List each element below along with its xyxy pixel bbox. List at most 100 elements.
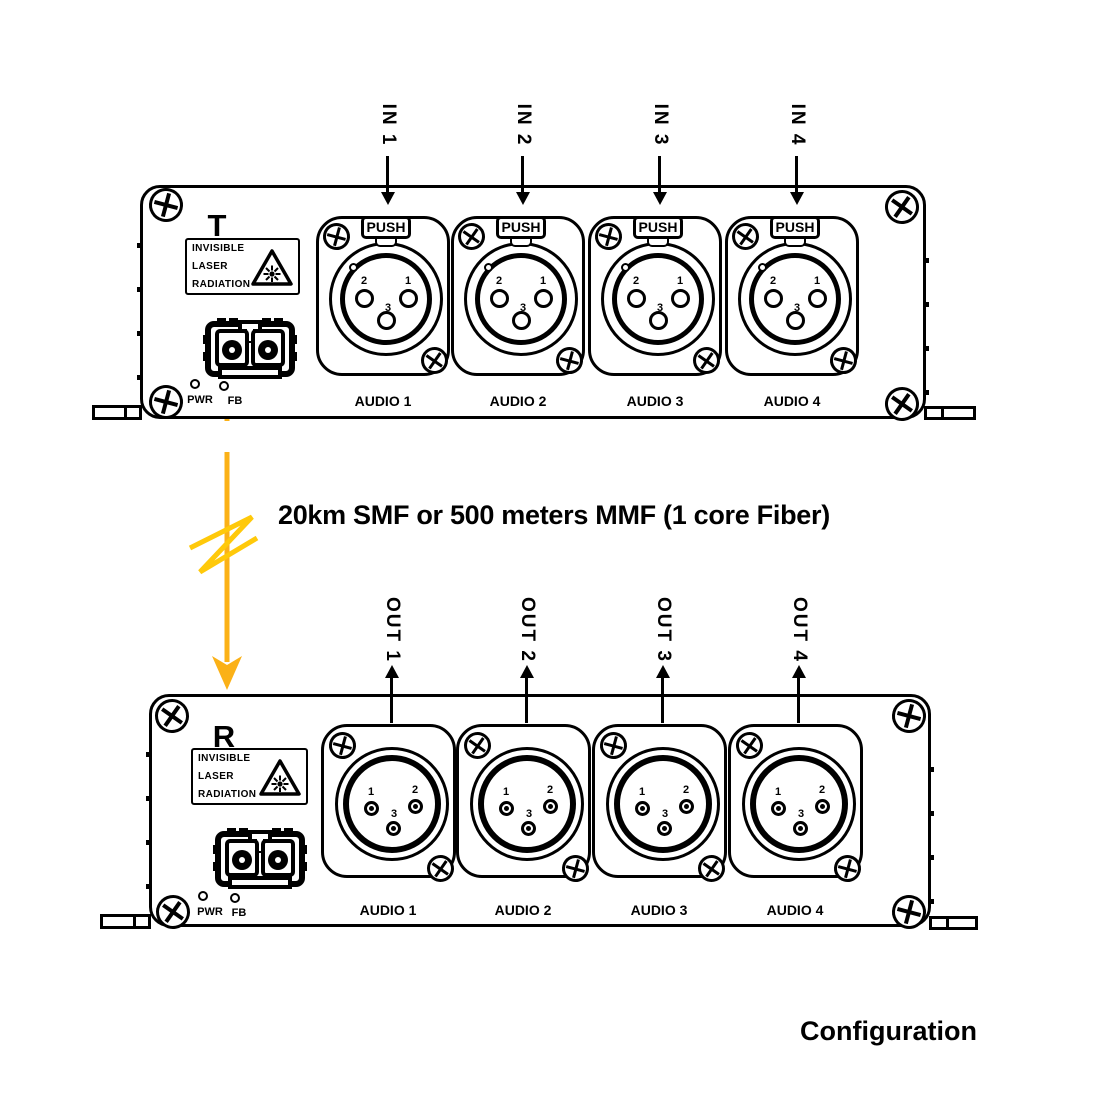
pin-2-label: 2 <box>411 784 419 796</box>
pin-2 <box>627 289 646 308</box>
audio-3-label: AUDIO 3 <box>630 902 688 918</box>
panel-edge-knurling <box>930 767 934 907</box>
warning-line: LASER <box>198 771 234 782</box>
push-label: PUSH <box>775 219 815 235</box>
pin-3-label: 3 <box>793 302 801 314</box>
fb-led-label: FB <box>227 395 243 407</box>
fb-led <box>219 381 229 391</box>
lc-duplex-fiber-port-icon <box>213 828 307 889</box>
pin-2 <box>764 289 783 308</box>
warning-line: INVISIBLE <box>198 753 251 764</box>
xlr-inner-ring <box>750 755 848 853</box>
pin-1-label: 1 <box>367 786 375 798</box>
xlr-inner-ring <box>343 755 441 853</box>
screw-icon <box>878 183 926 231</box>
fb-led <box>230 893 240 903</box>
audio-4-label: AUDIO 4 <box>766 902 824 918</box>
xlr-male-connector-audio2: 2 1 3 PUSH <box>451 216 587 378</box>
pin-2-label: 2 <box>682 784 690 796</box>
screw-icon <box>826 343 861 378</box>
pin-2-label: 2 <box>632 275 640 287</box>
page-title: Configuration <box>800 1016 977 1046</box>
mounting-ear <box>100 914 151 929</box>
screw-icon <box>145 381 187 423</box>
laser-warning-label: INVISIBLE LASER RADIATION <box>185 238 300 295</box>
audio-2-label: AUDIO 2 <box>494 902 552 918</box>
laser-warning-icon <box>259 759 301 796</box>
pin-1 <box>364 801 379 816</box>
pin-3-label: 3 <box>390 808 398 820</box>
pin-3 <box>786 311 805 330</box>
xlr-male-connector-audio1: 2 1 3 PUSH <box>316 216 454 380</box>
push-label: PUSH <box>501 219 541 235</box>
pin-3 <box>657 821 672 836</box>
pin-3-label: 3 <box>519 302 527 314</box>
pin-2 <box>355 289 374 308</box>
warning-line: LASER <box>192 261 228 272</box>
pin-2-label: 2 <box>769 275 777 287</box>
pin-2-label: 2 <box>495 275 503 287</box>
panel-edge-knurling <box>146 752 150 892</box>
pin-3-label: 3 <box>384 302 392 314</box>
xlr-male-connector-audio4: 2 1 3 PUSH <box>725 216 861 378</box>
pin-1-label: 1 <box>404 275 412 287</box>
push-tab: PUSH <box>633 216 683 239</box>
push-label: PUSH <box>366 219 406 235</box>
in-3-label: IN 3 <box>650 103 671 147</box>
screw-icon <box>591 219 626 254</box>
pin-2 <box>543 799 558 814</box>
xlr-key-notch <box>484 263 493 272</box>
screw-icon <box>148 692 196 740</box>
screw-icon <box>692 849 731 888</box>
xlr-female-connector-audio4: 1 2 3 <box>728 724 865 886</box>
fb-led-label: FB <box>231 907 247 919</box>
push-latch <box>784 238 806 247</box>
xlr-female-connector-audio3: 1 2 3 <box>592 724 731 888</box>
pin-1 <box>808 289 827 308</box>
audio-1-label: AUDIO 1 <box>354 393 412 409</box>
laser-warning-icon <box>251 249 293 286</box>
pin-3 <box>521 821 536 836</box>
out-3-label: OUT 3 <box>653 597 674 663</box>
screw-icon <box>452 217 491 256</box>
push-tab: PUSH <box>770 216 820 239</box>
panel-edge-knurling <box>925 258 929 398</box>
pin-3-label: 3 <box>797 808 805 820</box>
push-label: PUSH <box>638 219 678 235</box>
screw-icon <box>552 343 587 378</box>
pin-1 <box>499 801 514 816</box>
pwr-led-label: PWR <box>197 906 223 918</box>
laser-warning-label: INVISIBLE LASER RADIATION <box>191 748 308 805</box>
fiber-break-icon <box>188 514 259 575</box>
screw-icon <box>830 851 865 886</box>
xlr-female-connector-audio1: 1 2 3 <box>321 724 460 888</box>
pin-1-label: 1 <box>539 275 547 287</box>
xlr-male-connector-audio3: 2 1 3 PUSH <box>588 216 726 380</box>
xlr-key-notch <box>621 263 630 272</box>
pin-3 <box>649 311 668 330</box>
lc-duplex-fiber-port-icon <box>203 318 297 379</box>
screw-icon <box>878 380 926 428</box>
pin-3-label: 3 <box>656 302 664 314</box>
pwr-led <box>198 891 208 901</box>
push-latch <box>375 238 397 247</box>
audio-1-label: AUDIO 1 <box>359 902 417 918</box>
pin-1 <box>635 801 650 816</box>
screw-icon <box>888 891 930 933</box>
receiver-panel: R INVISIBLE LASER RADIATION <box>146 692 934 936</box>
transmitter-unit-letter: T <box>207 208 227 243</box>
warning-line: INVISIBLE <box>192 243 245 254</box>
pin-1 <box>534 289 553 308</box>
push-latch <box>647 238 669 247</box>
screw-icon <box>319 219 354 254</box>
warning-line: RADIATION <box>198 789 257 800</box>
pin-2 <box>815 799 830 814</box>
screw-icon <box>687 341 726 380</box>
in-1-label: IN 1 <box>378 103 399 147</box>
screw-icon <box>558 851 593 886</box>
pin-3-label: 3 <box>661 808 669 820</box>
receiver-unit-letter: R <box>212 719 236 754</box>
fiber-link-arrow <box>188 414 259 690</box>
out-2-label: OUT 2 <box>517 597 538 663</box>
mounting-ear <box>924 406 976 420</box>
